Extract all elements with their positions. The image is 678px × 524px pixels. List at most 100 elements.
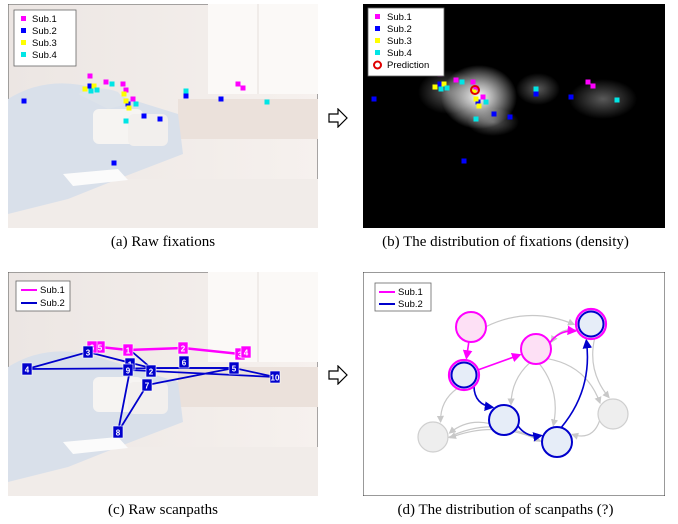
right-arrow-icon xyxy=(328,108,348,128)
legend-label-sub1: Sub.1 xyxy=(398,287,423,298)
fixation-point-sub3 xyxy=(126,105,132,111)
legend-marker-sub1 xyxy=(21,16,26,21)
graph-edge-background xyxy=(448,421,490,434)
fixation-point-sub1 xyxy=(235,81,241,87)
legend-label-sub2: Sub.2 xyxy=(387,24,412,35)
scanpath-point-sub2-box xyxy=(178,355,190,369)
legend-marker-sub2 xyxy=(375,26,380,31)
graph-node-sub1 xyxy=(455,311,487,343)
legend-marker-sub4 xyxy=(375,50,380,55)
scanpath-point-sub1-label: 3 xyxy=(238,351,243,360)
fixation-point-sub4 xyxy=(473,116,479,122)
legend-label-sub4: Sub.4 xyxy=(387,48,412,59)
graph-node-unvisited xyxy=(597,398,629,430)
window xyxy=(208,4,318,94)
graph-edge-sub1 xyxy=(549,325,578,344)
fixation-point-sub4 xyxy=(459,79,465,85)
fixation-point-sub3 xyxy=(441,81,447,87)
legend-label-sub2: Sub.2 xyxy=(40,298,65,309)
scanpath-point-sub1-label: 4 xyxy=(244,349,249,358)
legend-label-sub4: Sub.4 xyxy=(32,50,57,61)
fixation-point-sub1 xyxy=(130,96,136,102)
fixation-point-sub2 xyxy=(437,81,443,87)
fixation-point-sub2 xyxy=(491,111,497,117)
panel-scanpath-distribution: Sub.1 Sub.2 xyxy=(363,272,665,496)
legend: Sub.1 Sub.2 xyxy=(15,280,71,312)
caption-b: (b) The distribution of fixations (densi… xyxy=(382,234,629,250)
fixation-point-sub1 xyxy=(240,85,246,91)
graph-edge-sub2 xyxy=(517,425,543,442)
fixation-point-sub1 xyxy=(453,77,459,83)
fixation-points xyxy=(21,73,270,166)
scanpath-point-sub1-box xyxy=(122,343,134,357)
raw-fixations-image: Sub.1 Sub.2 Sub.3 Sub.4 xyxy=(8,4,318,228)
scanpath-point-sub2-box xyxy=(82,345,94,359)
fixation-point-sub2 xyxy=(475,99,481,105)
fixation-point-sub2 xyxy=(141,113,147,119)
scanpath-point-sub2-label: 2 xyxy=(149,368,154,377)
graph-node-sub1 xyxy=(520,333,552,365)
fixation-point-sub2 xyxy=(183,93,189,99)
graph-node-unvisited xyxy=(417,421,449,453)
legend-label-sub3: Sub.3 xyxy=(32,38,57,49)
caption-d: (d) The distribution of scanpaths (?) xyxy=(397,502,614,518)
graph-edge-background xyxy=(485,314,576,328)
scanpath-point-sub2-box xyxy=(122,363,134,377)
legend: Sub.1 Sub.2 xyxy=(374,282,432,312)
scanpath-graph: Sub.1 Sub.2 xyxy=(363,272,665,496)
fixation-point-sub2 xyxy=(371,96,377,102)
fixation-point-sub4 xyxy=(264,99,270,105)
scanpath-point-sub2-box xyxy=(141,378,153,392)
legend-label-sub1: Sub.1 xyxy=(32,14,57,25)
fixation-point-sub4 xyxy=(88,88,94,94)
legend-marker-prediction xyxy=(373,60,382,70)
scanpath-point-sub1-box xyxy=(240,345,252,359)
fixation-point-sub3 xyxy=(432,84,438,90)
graph-edge-background xyxy=(592,338,610,399)
graph-node-shared-ring xyxy=(450,361,478,389)
fixation-point-sub4 xyxy=(183,88,189,94)
fixation-point-sub3 xyxy=(473,96,479,102)
fixation-point-sub1 xyxy=(87,73,93,79)
scanpath-point-sub2-box xyxy=(145,364,157,378)
fixation-point-sub3 xyxy=(471,89,477,95)
graph-edge-sub1 xyxy=(462,341,473,360)
graph-node-shared xyxy=(447,358,481,392)
legend-label-sub1: Sub.1 xyxy=(387,12,412,23)
fixation-point-sub2 xyxy=(218,96,224,102)
scanpaths: 12345612345678910 xyxy=(21,340,281,439)
scanpath-line-sub2 xyxy=(151,367,276,378)
scanpath-point-sub2-label: 5 xyxy=(232,365,237,374)
prediction-marker xyxy=(470,85,480,95)
fixation-point-sub1 xyxy=(473,85,479,91)
density-map: Sub.1 Sub.2 Sub.3 Sub.4 Prediction xyxy=(363,4,665,228)
fixation-point-sub4 xyxy=(533,86,539,92)
fixation-point-sub1 xyxy=(123,87,129,93)
fixation-point-sub2 xyxy=(125,101,131,107)
graph-edge-background xyxy=(538,363,559,427)
fixation-point-sub4 xyxy=(483,99,489,105)
legend-marker-sub4 xyxy=(21,52,26,57)
graph-edge-background xyxy=(507,362,531,406)
scanpath-point-sub2-box xyxy=(269,370,281,384)
fixation-point-sub1 xyxy=(120,81,126,87)
fixation-point-sub1 xyxy=(480,94,486,100)
magazine xyxy=(63,169,128,186)
fixation-point-sub4 xyxy=(109,81,115,87)
scanpath-point-sub2-label: 4 xyxy=(25,366,30,375)
fixation-point-sub4 xyxy=(614,97,620,103)
scanpath-point-sub2-label: 10 xyxy=(271,374,280,383)
scanpath-point-sub2-box xyxy=(21,362,33,376)
panel-raw-scanpaths: 12345612345678910 Sub.1 Sub.2 xyxy=(8,272,318,496)
fixation-point-sub4 xyxy=(123,118,129,124)
fixation-point-sub2 xyxy=(507,114,513,120)
scanpath-point-sub2-label: 8 xyxy=(116,429,121,438)
legend-marker-sub3 xyxy=(21,40,26,45)
fixation-point-sub3 xyxy=(121,91,127,97)
legend: Sub.1 Sub.2 Sub.3 Sub.4 xyxy=(13,9,77,67)
fixation-point-sub2 xyxy=(568,94,574,100)
scanpath-point-sub1-box xyxy=(177,341,189,355)
legend-marker-sub2 xyxy=(21,28,26,33)
scanpath-point-sub2-label: 3 xyxy=(86,349,91,358)
fixation-point-sub1 xyxy=(585,79,591,85)
